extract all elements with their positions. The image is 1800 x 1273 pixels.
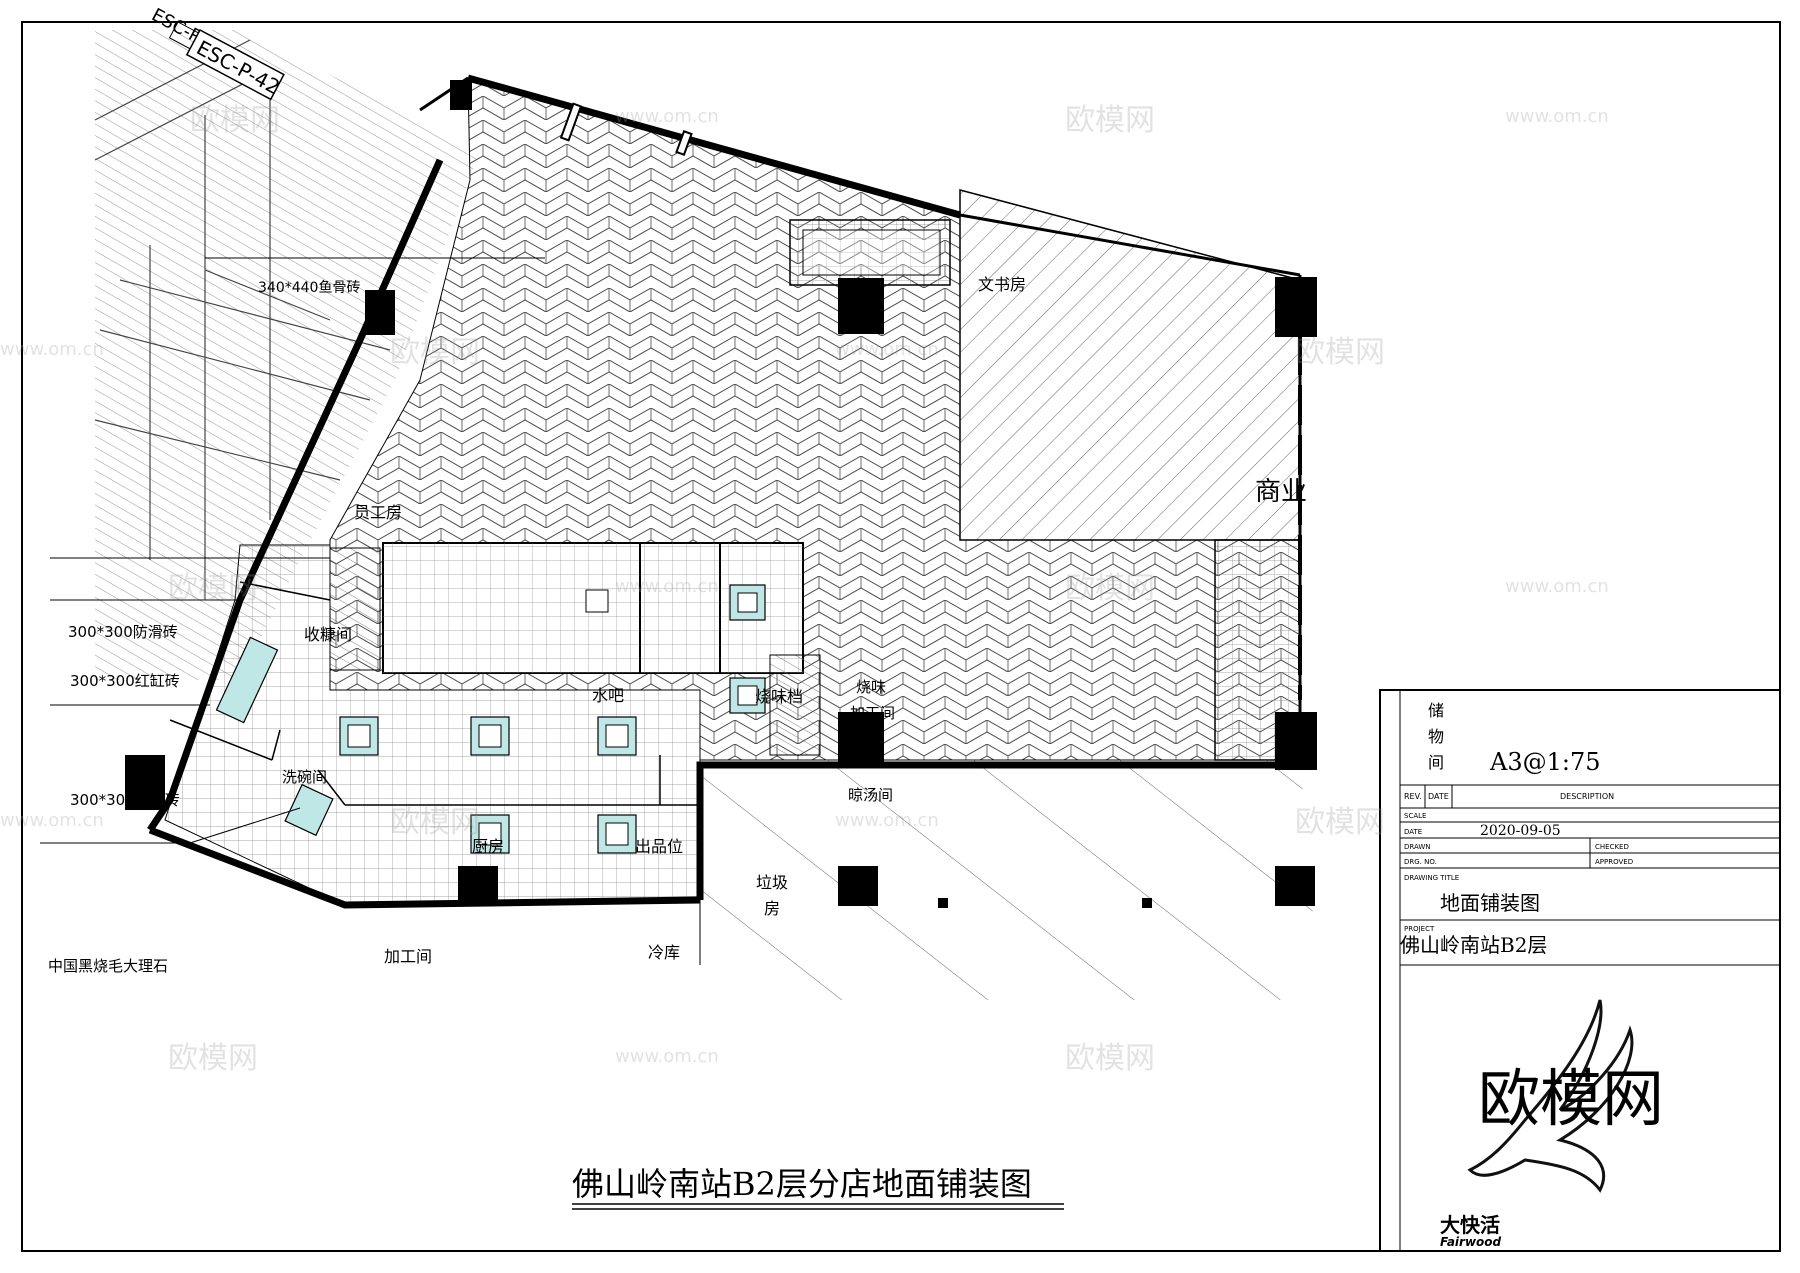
- columns: [125, 80, 1317, 908]
- room-receiving: 收糠间: [304, 625, 352, 644]
- watermark-url: www.om.cn: [835, 339, 939, 360]
- watermark-url: www.om.cn: [615, 576, 719, 597]
- drawing-title-label: DRAWING TITLE: [1404, 874, 1459, 882]
- room-water-bar: 水吧: [592, 686, 624, 705]
- approved-label: APPROVED: [1595, 858, 1633, 866]
- main-title: 佛山岭南站B2层分店地面铺装图: [572, 1165, 1032, 1203]
- brand-en: Fairwood: [1440, 1235, 1502, 1249]
- material-redtile-2: 300*300红缸砖: [70, 791, 180, 809]
- fairwood-logo: 大快活 Fairwood: [1440, 999, 1634, 1249]
- room-document: 文书房: [978, 275, 1026, 294]
- drg-no-label: DRG. NO.: [1404, 858, 1437, 866]
- watermark-url: www.om.cn: [0, 810, 104, 831]
- date-value: 2020-09-05: [1480, 823, 1561, 839]
- room-dishwash: 洗碗间: [282, 768, 327, 786]
- watermark: 欧模网: [168, 571, 258, 606]
- lower-open-area: [700, 760, 1320, 1000]
- room-storage-3: 间: [1428, 753, 1444, 772]
- room-cold-storage: 冷库: [648, 943, 680, 962]
- commercial-block: [959, 189, 1301, 541]
- material-labels: 340*440鱼骨砖 300*300防滑砖 300*300红缸砖 300*300…: [48, 279, 360, 975]
- watermarks: 欧模网 欧模网 欧模网 欧模网 欧模网 欧模网 欧模网 欧模网 欧模网 欧模网: [168, 103, 1385, 1076]
- material-herringbone: 340*440鱼骨砖: [258, 279, 360, 296]
- room-roast-process-1: 烧味: [856, 678, 886, 696]
- watermark-url: www.om.cn: [615, 106, 719, 127]
- room-staff: 员工房: [354, 503, 402, 522]
- watermark-url: www.om.cn: [0, 339, 104, 360]
- brand-cn: 大快活: [1440, 1213, 1500, 1237]
- room-soup: 晾汤间: [848, 786, 893, 804]
- title-block: [1379, 689, 1781, 1252]
- watermark: 欧模网: [1065, 571, 1155, 606]
- watermark-url: www.om.cn: [835, 810, 939, 831]
- watermark: 欧模网: [390, 805, 480, 840]
- material-marble: 中国黑烧毛大理石: [48, 957, 168, 975]
- watermark: 欧模网: [1295, 335, 1385, 370]
- big-watermark: 欧模网: [1478, 1062, 1664, 1135]
- watermark: 欧模网: [390, 335, 480, 370]
- material-redtile-1: 300*300红缸砖: [70, 672, 180, 690]
- description-label: DESCRIPTION: [1560, 792, 1614, 801]
- room-garbage-1: 垃圾: [756, 873, 788, 892]
- stair-well-2: [769, 654, 821, 756]
- watermark-url: www.om.cn: [1505, 106, 1609, 127]
- drawing-title-value: 地面铺装图: [1440, 891, 1540, 915]
- room-garbage-2: 房: [764, 899, 780, 918]
- scale-label: SCALE: [1404, 812, 1426, 820]
- room-storage-2: 物: [1428, 727, 1444, 746]
- watermark: 欧模网: [1295, 805, 1385, 840]
- watermark: 欧模网: [1065, 1041, 1155, 1076]
- room-kitchen: 厨房: [472, 837, 504, 856]
- stair-well: [329, 547, 381, 671]
- rev-label: REV.: [1404, 792, 1422, 801]
- kitchen-partitions: [169, 581, 700, 806]
- watermark: 欧模网: [1065, 103, 1155, 138]
- drawn-label: DRAWN: [1404, 843, 1431, 851]
- url-watermarks: www.om.cn www.om.cn www.om.cn www.om.cn …: [0, 106, 1609, 1067]
- date-head-label: DATE: [1428, 792, 1449, 801]
- sheet-border: [21, 21, 1781, 1252]
- checked-label: CHECKED: [1595, 843, 1629, 851]
- room-processing: 加工间: [384, 947, 432, 966]
- room-storage-1: 储: [1428, 701, 1444, 720]
- scale-text: A3@1:75: [1489, 748, 1601, 776]
- date-label: DATE: [1404, 828, 1422, 836]
- project-label: PROJECT: [1404, 925, 1435, 933]
- escalator-area: [94, 30, 480, 680]
- room-roast-process-2: 加工间: [850, 704, 895, 722]
- watermark-url: www.om.cn: [615, 1046, 719, 1067]
- project-value: 佛山岭南站B2层: [1400, 933, 1547, 957]
- room-commercial: 商业: [1255, 477, 1307, 507]
- room-roast-stall: 烧味档: [755, 687, 803, 706]
- leader-lines: [40, 257, 545, 844]
- material-antislip: 300*300防滑砖: [68, 623, 178, 641]
- room-labels: 文书房 商业 员工房 收糠间 水吧 烧味档 烧味 加工间 储 物 间 洗碗间 晾…: [282, 275, 1444, 966]
- room-serving: 出品位: [635, 837, 683, 856]
- watermark: 欧模网: [168, 1041, 258, 1076]
- watermark-url: www.om.cn: [1505, 576, 1609, 597]
- watermark: 欧模网: [190, 103, 280, 138]
